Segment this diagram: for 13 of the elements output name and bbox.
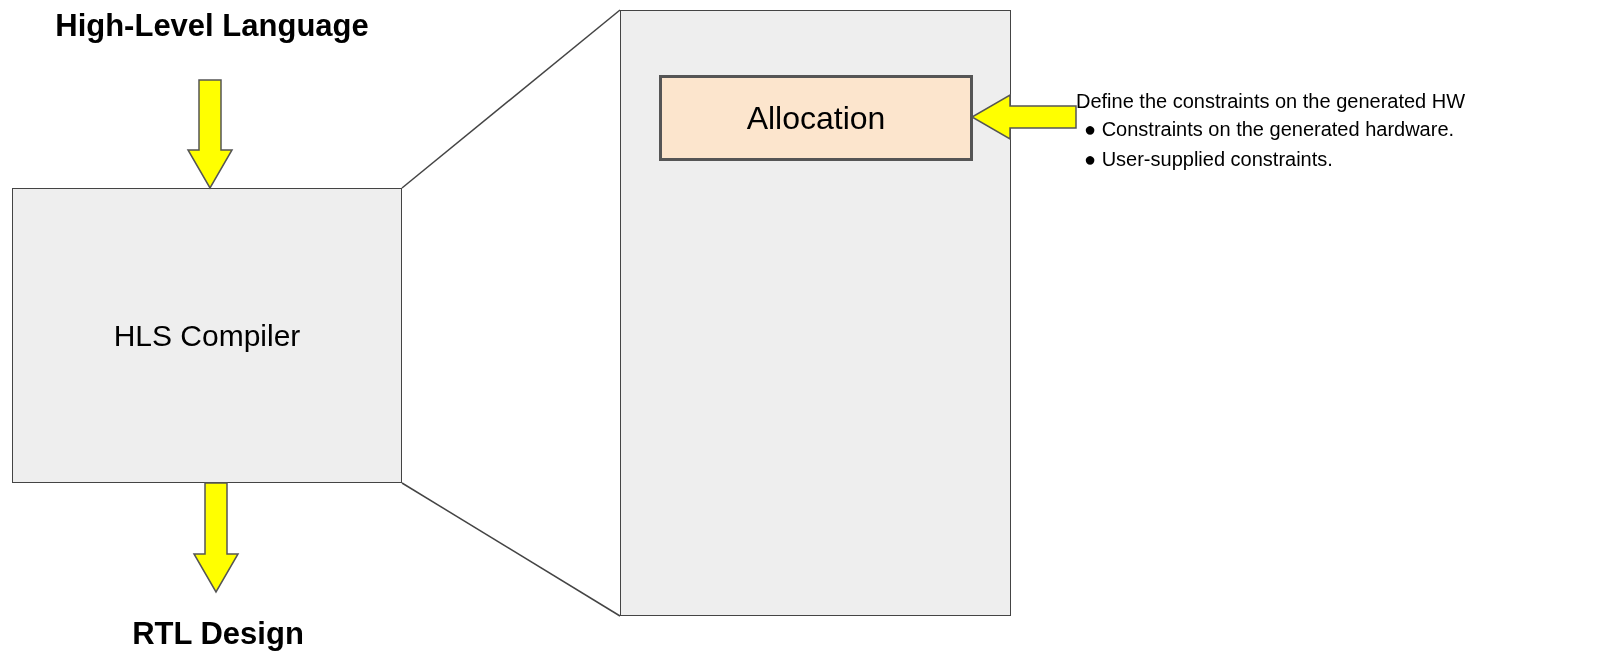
process-box: Allocation bbox=[659, 75, 973, 161]
io-label: RTL Design bbox=[132, 616, 304, 652]
io-label: High-Level Language bbox=[55, 8, 369, 44]
process-box: HLS Compiler bbox=[12, 188, 402, 483]
zoom-panel bbox=[620, 10, 1011, 616]
zoom-line bbox=[401, 9, 621, 189]
block-arrow bbox=[970, 93, 1077, 141]
zoom-line bbox=[401, 482, 621, 617]
bullet-item: ● User-supplied constraints. bbox=[1083, 147, 1333, 172]
note-heading: Define the constraints on the generated HW bbox=[1076, 89, 1466, 114]
block-arrow bbox=[186, 79, 234, 190]
bullet-item: ● Constraints on the generated hardware. bbox=[1083, 117, 1455, 142]
block-arrow bbox=[192, 482, 240, 594]
